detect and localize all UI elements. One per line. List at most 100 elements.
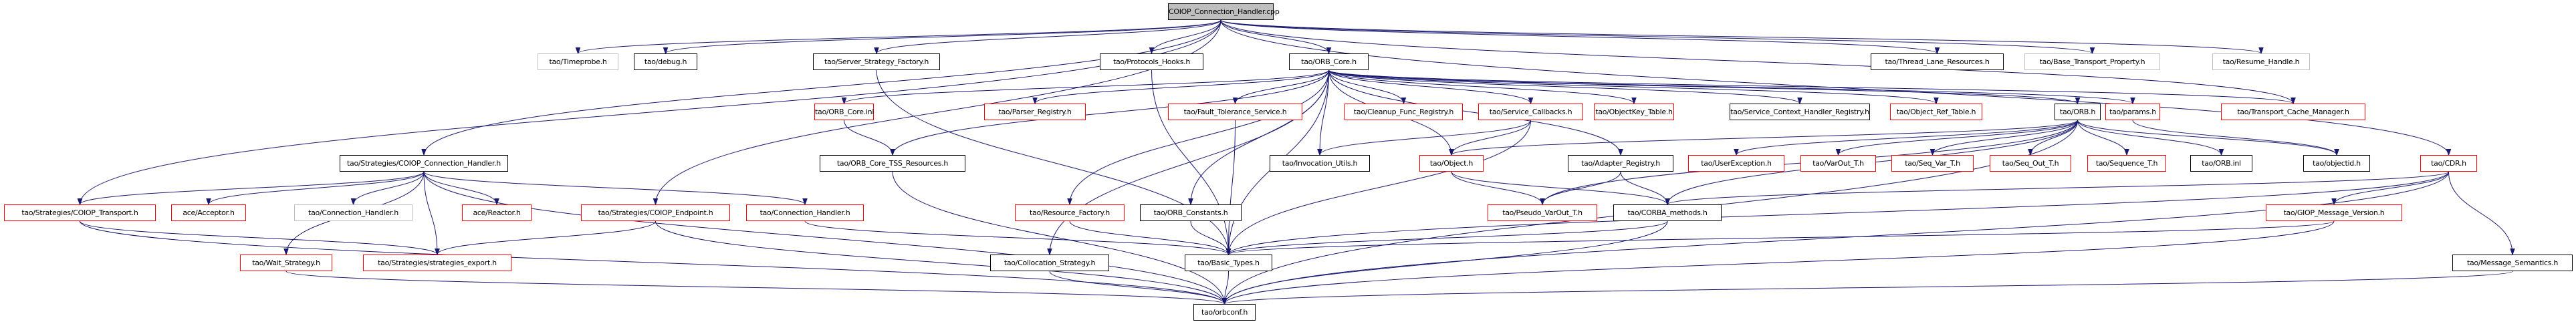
node-transport-cache-manager[interactable]: tao/Transport_Cache_Manager.h: [2221, 104, 2365, 120]
edge-adapter-registry-to-pseudo-varout-t: [1542, 171, 1621, 205]
node-thread-lane-resources[interactable]: tao/Thread_Lane_Resources.h: [1871, 53, 2004, 70]
edge-orb-core-tss-resources-to-orbconf: [892, 171, 1225, 305]
edge-resource-factory-to-basic-types: [1069, 220, 1229, 255]
node-invocation-utils[interactable]: tao/Invocation_Utils.h: [1270, 155, 1370, 172]
arrowhead-icon: [2130, 98, 2135, 105]
edge-orb-core-to-fault-tolerance-service: [1235, 69, 1329, 104]
edge-coiop-connection-handler-h-to-connection-handler-red: [423, 171, 806, 205]
edge-orb-core-inl-to-orb-core-tss-resources: [844, 120, 893, 156]
node-varout-t[interactable]: tao/VarOut_T.h: [1800, 155, 1876, 172]
node-debug[interactable]: tao/debug.h: [634, 53, 697, 70]
node-objectkey-table[interactable]: tao/ObjectKey_Table.h: [1594, 104, 1674, 120]
edges-layer: [77, 19, 2515, 305]
arrowhead-icon: [283, 249, 289, 256]
arrowhead-icon: [653, 198, 659, 206]
edge-root-to-thread-lane-resources: [1220, 19, 1938, 54]
node-strategies-export[interactable]: tao/Strategies/strategies_export.h: [363, 255, 511, 271]
node-corba-methods[interactable]: tao/CORBA_methods.h: [1613, 204, 1722, 221]
arrowhead-icon: [2258, 47, 2264, 55]
node-resume-handle[interactable]: tao/Resume_Handle.h: [2212, 53, 2310, 70]
edge-orb-h-to-objectid: [2077, 120, 2337, 156]
node-connection-handler-gray[interactable]: tao/Connection_Handler.h: [294, 204, 413, 221]
arrowhead-icon: [1797, 98, 1802, 105]
node-timeprobe[interactable]: tao/Timeprobe.h: [538, 53, 618, 70]
arrowhead-icon: [1221, 298, 1227, 305]
edge-orb-core-to-orb-core-inl: [844, 69, 1329, 104]
arrowhead-icon: [435, 249, 440, 256]
edge-orb-h-to-orb-inl: [2077, 120, 2222, 156]
node-collocation-strategy[interactable]: tao/Collocation_Strategy.h: [990, 255, 1109, 271]
arrowhead-icon: [575, 47, 581, 55]
arrowhead-icon: [2334, 149, 2339, 156]
edge-orb-core-to-service-context-handler-registry: [1328, 69, 1800, 104]
node-cdr[interactable]: tao/CDR.h: [2420, 155, 2477, 172]
node-sequence-t[interactable]: tao/Sequence_T.h: [2087, 155, 2166, 172]
node-service-callbacks[interactable]: tao/Service_Callbacks.h: [1478, 104, 1583, 120]
edge-coiop-endpoint-to-strategies-export: [437, 220, 656, 255]
edge-params-to-objectid: [2132, 120, 2337, 156]
node-root[interactable]: COIOP_Connection_Handler.cpp: [1168, 3, 1280, 20]
edge-orb-core-to-object-ref-table: [1328, 69, 1937, 104]
edge-root-to-coiop-connection-handler-h: [423, 19, 1221, 156]
arrowhead-icon: [802, 198, 808, 206]
node-seq-out-t[interactable]: tao/Seq_Out_T.h: [1990, 155, 2071, 172]
node-pseudo-varout-t[interactable]: tao/Pseudo_VarOut_T.h: [1488, 204, 1597, 221]
node-seq-var-t[interactable]: tao/Seq_Var_T.h: [1891, 155, 1974, 172]
node-adapter-registry[interactable]: tao/Adapter_Registry.h: [1568, 155, 1673, 172]
node-coiop-connection-handler-h[interactable]: tao/Strategies/COIOP_Connection_Handler.…: [340, 155, 508, 172]
node-orb-core-inl[interactable]: tao/ORB_Core.inl: [814, 104, 874, 120]
node-params[interactable]: tao/params.h: [2105, 104, 2160, 120]
edge-object-h-to-corba-methods: [1451, 171, 1668, 205]
node-orb-inl[interactable]: tao/ORB.inl: [2190, 155, 2252, 172]
edge-orb-h-to-sequence-t: [2077, 120, 2127, 156]
edge-orb-core-to-orb-core-tss-resources: [892, 69, 1329, 156]
node-reactor[interactable]: ace/Reactor.h: [462, 204, 532, 221]
edge-cdr-to-giop-message-version: [2333, 171, 2449, 205]
arrowhead-icon: [350, 198, 356, 206]
node-service-context-handler-registry[interactable]: tao/Service_Context_Handler_Registry.h: [1730, 104, 1870, 120]
node-object-ref-table[interactable]: tao/Object_Ref_Table.h: [1890, 104, 1982, 120]
arrowhead-icon: [1047, 249, 1052, 256]
edge-object-h-to-pseudo-varout-t: [1451, 171, 1543, 205]
node-wait-strategy[interactable]: tao/Wait_Strategy.h: [240, 255, 332, 271]
arrowhead-icon: [1067, 198, 1072, 206]
arrowhead-icon: [2331, 198, 2337, 206]
edge-orb-core-to-resource-factory: [1069, 69, 1329, 205]
edge-cdr-to-corba-methods: [1667, 171, 2449, 205]
node-orbconf[interactable]: tao/orbconf.h: [1193, 304, 1256, 321]
arrowhead-icon: [1528, 98, 1534, 105]
node-orb-h[interactable]: tao/ORB.h: [2055, 104, 2101, 120]
edge-coiop-connection-handler-h-to-coiop-transport: [80, 171, 425, 205]
edge-coiop-transport-to-strategies-export: [80, 220, 438, 255]
node-basic-types[interactable]: tao/Basic_Types.h: [1185, 255, 1272, 271]
arrowhead-icon: [2446, 149, 2452, 156]
node-resource-factory[interactable]: tao/Resource_Factory.h: [1015, 204, 1125, 221]
node-userexception[interactable]: tao/UserException.h: [1688, 155, 1784, 172]
edge-root-to-transport-cache-manager: [1220, 19, 2294, 104]
node-orb-core-tss-resources[interactable]: tao/ORB_Core_TSS_Resources.h: [820, 155, 965, 172]
node-object-h[interactable]: tao/Object.h: [1419, 155, 1484, 172]
node-coiop-transport[interactable]: tao/Strategies/COIOP_Transport.h: [4, 204, 156, 221]
node-message-semantics[interactable]: tao/Message_Semantics.h: [2452, 255, 2573, 271]
edge-root-to-coiop-endpoint: [655, 19, 1221, 205]
node-giop-message-version[interactable]: tao/GIOP_Message_Version.h: [2266, 204, 2402, 221]
node-fault-tolerance-service[interactable]: tao/Fault_Tolerance_Service.h: [1168, 104, 1302, 120]
edge-root-to-timeprobe: [578, 19, 1221, 54]
arrowhead-icon: [874, 47, 879, 55]
node-coiop-endpoint[interactable]: tao/Strategies/COIOP_Endpoint.h: [581, 204, 730, 221]
node-protocols-hooks[interactable]: tao/Protocols_Hooks.h: [1100, 53, 1203, 70]
node-parser-registry[interactable]: tao/Parser_Registry.h: [984, 104, 1086, 120]
edge-coiop-transport-to-orbconf: [80, 220, 1225, 305]
arrowhead-icon: [1934, 98, 1939, 105]
node-connection-handler-red[interactable]: tao/Connection_Handler.h: [746, 204, 864, 221]
edge-giop-message-version-to-orbconf: [1224, 220, 2335, 305]
arrowhead-icon: [2218, 149, 2224, 156]
node-acceptor[interactable]: ace/Acceptor.h: [171, 204, 246, 221]
node-objectid[interactable]: tao/objectid.h: [2303, 155, 2370, 172]
node-orb-constants[interactable]: tao/ORB_Constants.h: [1140, 204, 1242, 221]
arrowhead-icon: [206, 198, 211, 206]
node-cleanup-func-registry[interactable]: tao/Cleanup_Func_Registry.h: [1344, 104, 1463, 120]
node-base-transport-property[interactable]: tao/Base_Transport_Property.h: [2024, 53, 2160, 70]
node-server-strategy-factory[interactable]: tao/Server_Strategy_Factory.h: [813, 53, 940, 70]
node-orb-core[interactable]: tao/ORB_Core.h: [1289, 53, 1369, 70]
